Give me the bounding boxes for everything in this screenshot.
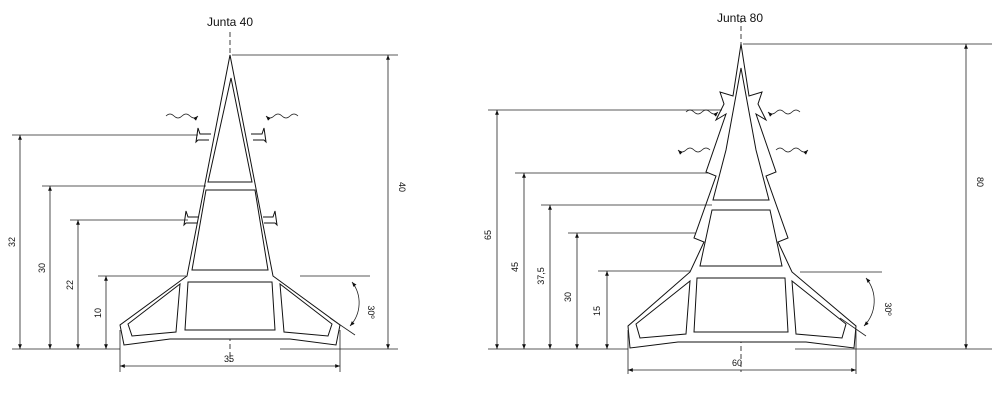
joint-40-level-10: 10 [93,308,103,318]
joint-40-title: Junta 40 [207,15,253,29]
joint-80-height-label: 80 [975,177,985,187]
joint-40-wave-arrows [165,113,299,121]
joint-40-profile [119,54,341,346]
joint-80-angle-label: 30º [883,302,893,316]
joint-80-level-30: 30 [563,292,573,302]
joint-80-title: Junta 80 [717,11,763,25]
joint-40-height-label: 40 [397,182,407,192]
joint-40-level-dimensions: 32 30 22 10 [7,134,206,349]
joint-80-level-37-5: 37,5 [536,267,546,285]
joint-80-level-dimensions: 65 45 37,5 30 15 [483,109,722,349]
joint-80-width-label: 60 [732,358,742,368]
joint-40-angle: 30º [300,275,376,336]
joint-80-profile [627,43,857,349]
joint-80-angle: 30º [800,271,893,337]
joint-80-level-45: 45 [510,262,520,272]
joint-40-width-dimension: 35 [119,330,341,372]
joint-80-width-dimension: 60 [627,330,857,374]
joint-80-level-65: 65 [483,230,493,240]
joint-40-level-32: 32 [7,237,17,247]
joint-80-level-15: 15 [592,306,602,316]
joint-80-drawing: Junta 80 80 [483,11,992,374]
joint-40-drawing: Junta 40 40 [7,15,407,372]
joint-40-angle-label: 30º [366,305,376,319]
joint-40-height-dimension: 40 [232,54,407,350]
joint-40-level-22: 22 [65,280,75,290]
joint-40-level-30: 30 [37,263,47,273]
joint-80-height-dimension: 80 [743,43,992,350]
joint-40-width-label: 35 [224,354,234,364]
